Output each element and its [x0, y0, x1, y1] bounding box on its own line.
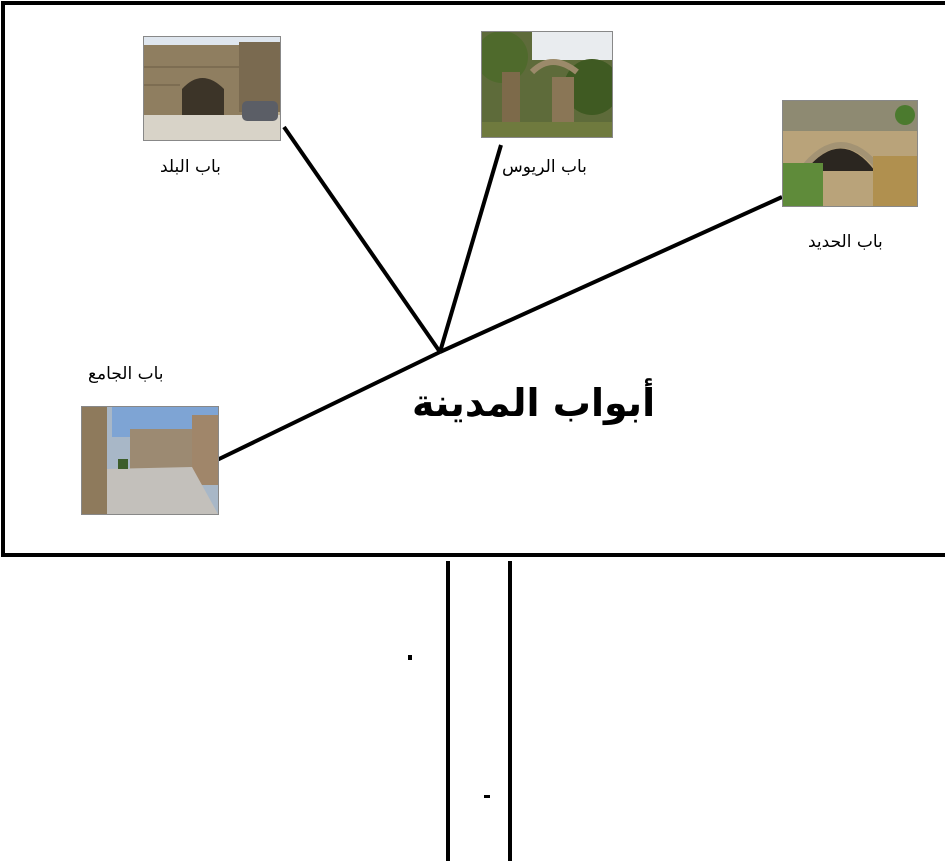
signboard-post [446, 561, 512, 861]
gate-label-jamie: باب الجامع [88, 364, 164, 384]
gate-photo-rayus [481, 31, 613, 138]
signboard-frame [1, 1, 945, 557]
connector-hadid [439, 195, 783, 354]
connector-balad [282, 125, 442, 354]
gate-label-balad: باب البلد [160, 157, 221, 177]
gate-photo-balad [143, 36, 281, 141]
connector-jamie [216, 350, 441, 462]
gate-photo-jamie [81, 406, 219, 515]
gate-label-hadid: باب الحديد [808, 232, 883, 252]
gate-label-rayus: باب الريوس [502, 157, 587, 177]
diagram-title: أبواب المدينة [412, 381, 656, 425]
connector-rayus [438, 144, 503, 353]
gate-photo-hadid [782, 100, 918, 207]
post-mark-2 [484, 795, 490, 798]
post-mark-1 [408, 655, 412, 660]
